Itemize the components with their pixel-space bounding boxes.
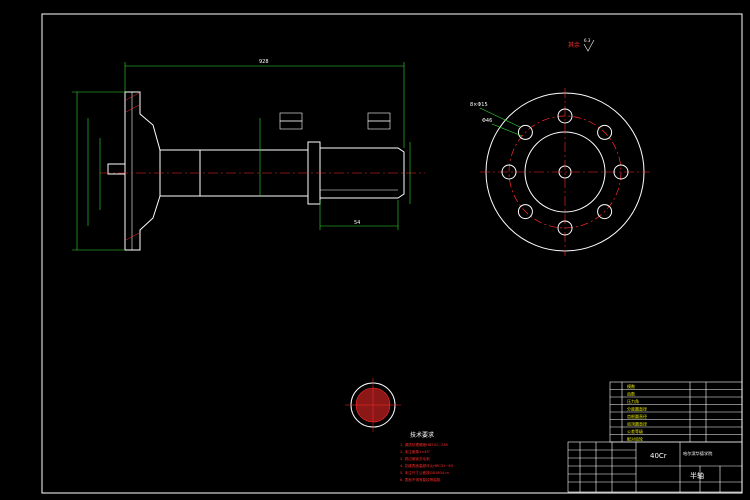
- roughness-value: 6.3: [584, 38, 591, 43]
- param-row-5: 齿根圆直径: [627, 413, 647, 419]
- roughness-icon: [583, 39, 595, 52]
- param-row-1: 模数: [627, 383, 635, 389]
- roughness-mark: 其余: [568, 41, 580, 49]
- overall-length-label: 928: [259, 59, 269, 65]
- tech-req-1: 1. 调质处理硬度HB241~285: [400, 442, 448, 447]
- school-name: 哈尔滨华德学院: [683, 450, 713, 457]
- param-row-4: 分度圆直径: [627, 406, 647, 412]
- param-row-3: 压力角: [627, 398, 639, 404]
- dimension-lines: [72, 62, 411, 251]
- param-row-6: 齿顶圆直径: [627, 421, 647, 427]
- param-row-2: 齿数: [627, 391, 635, 397]
- bolt-hole-leader: [479, 107, 521, 128]
- tolerance-frames: [279, 112, 391, 130]
- param-row-7: 公差等级: [627, 428, 643, 434]
- tech-req-4: 4. 花键表面高频淬火HRC52~63: [400, 463, 453, 468]
- hole-circle-label: Φ46: [482, 118, 492, 124]
- tech-req-6: 6. 表面不得有裂纹等缺陷: [400, 477, 441, 482]
- parameter-table-labels: 模数 齿数 压力角 分度圆直径 齿根圆直径 齿顶圆直径 公差等级 配对齿轮: [627, 383, 647, 442]
- flange-hatch: [125, 92, 140, 241]
- material-label: 40Cr: [650, 452, 667, 460]
- bolt-hole-label: 8×Φ15: [470, 102, 488, 108]
- tech-requirements: 技术要求 1. 调质处理硬度HB241~285 2. 未注倒角1×45° 3. …: [400, 431, 453, 482]
- shaft-side-view: [107, 91, 405, 251]
- tech-req-title: 技术要求: [410, 431, 434, 439]
- flange-end-view: [480, 88, 650, 256]
- bolt-holes: [501, 108, 629, 236]
- tech-req-3: 3. 锐边倒钝去毛刺: [400, 456, 430, 461]
- tech-req-5: 5. 未注尺寸公差按GB1804-m: [400, 470, 449, 475]
- drawing-border: [41, 13, 743, 494]
- spline-length-label: 54: [354, 220, 360, 226]
- spline-section: [345, 378, 401, 432]
- tech-req-2: 2. 未注倒角1×45°: [400, 449, 431, 454]
- title-block: [567, 441, 743, 493]
- parameter-table: [609, 381, 743, 443]
- hole-circle-leader: [491, 123, 523, 137]
- part-name: 半轴: [690, 471, 704, 480]
- param-row-8: 配对齿轮: [627, 436, 643, 442]
